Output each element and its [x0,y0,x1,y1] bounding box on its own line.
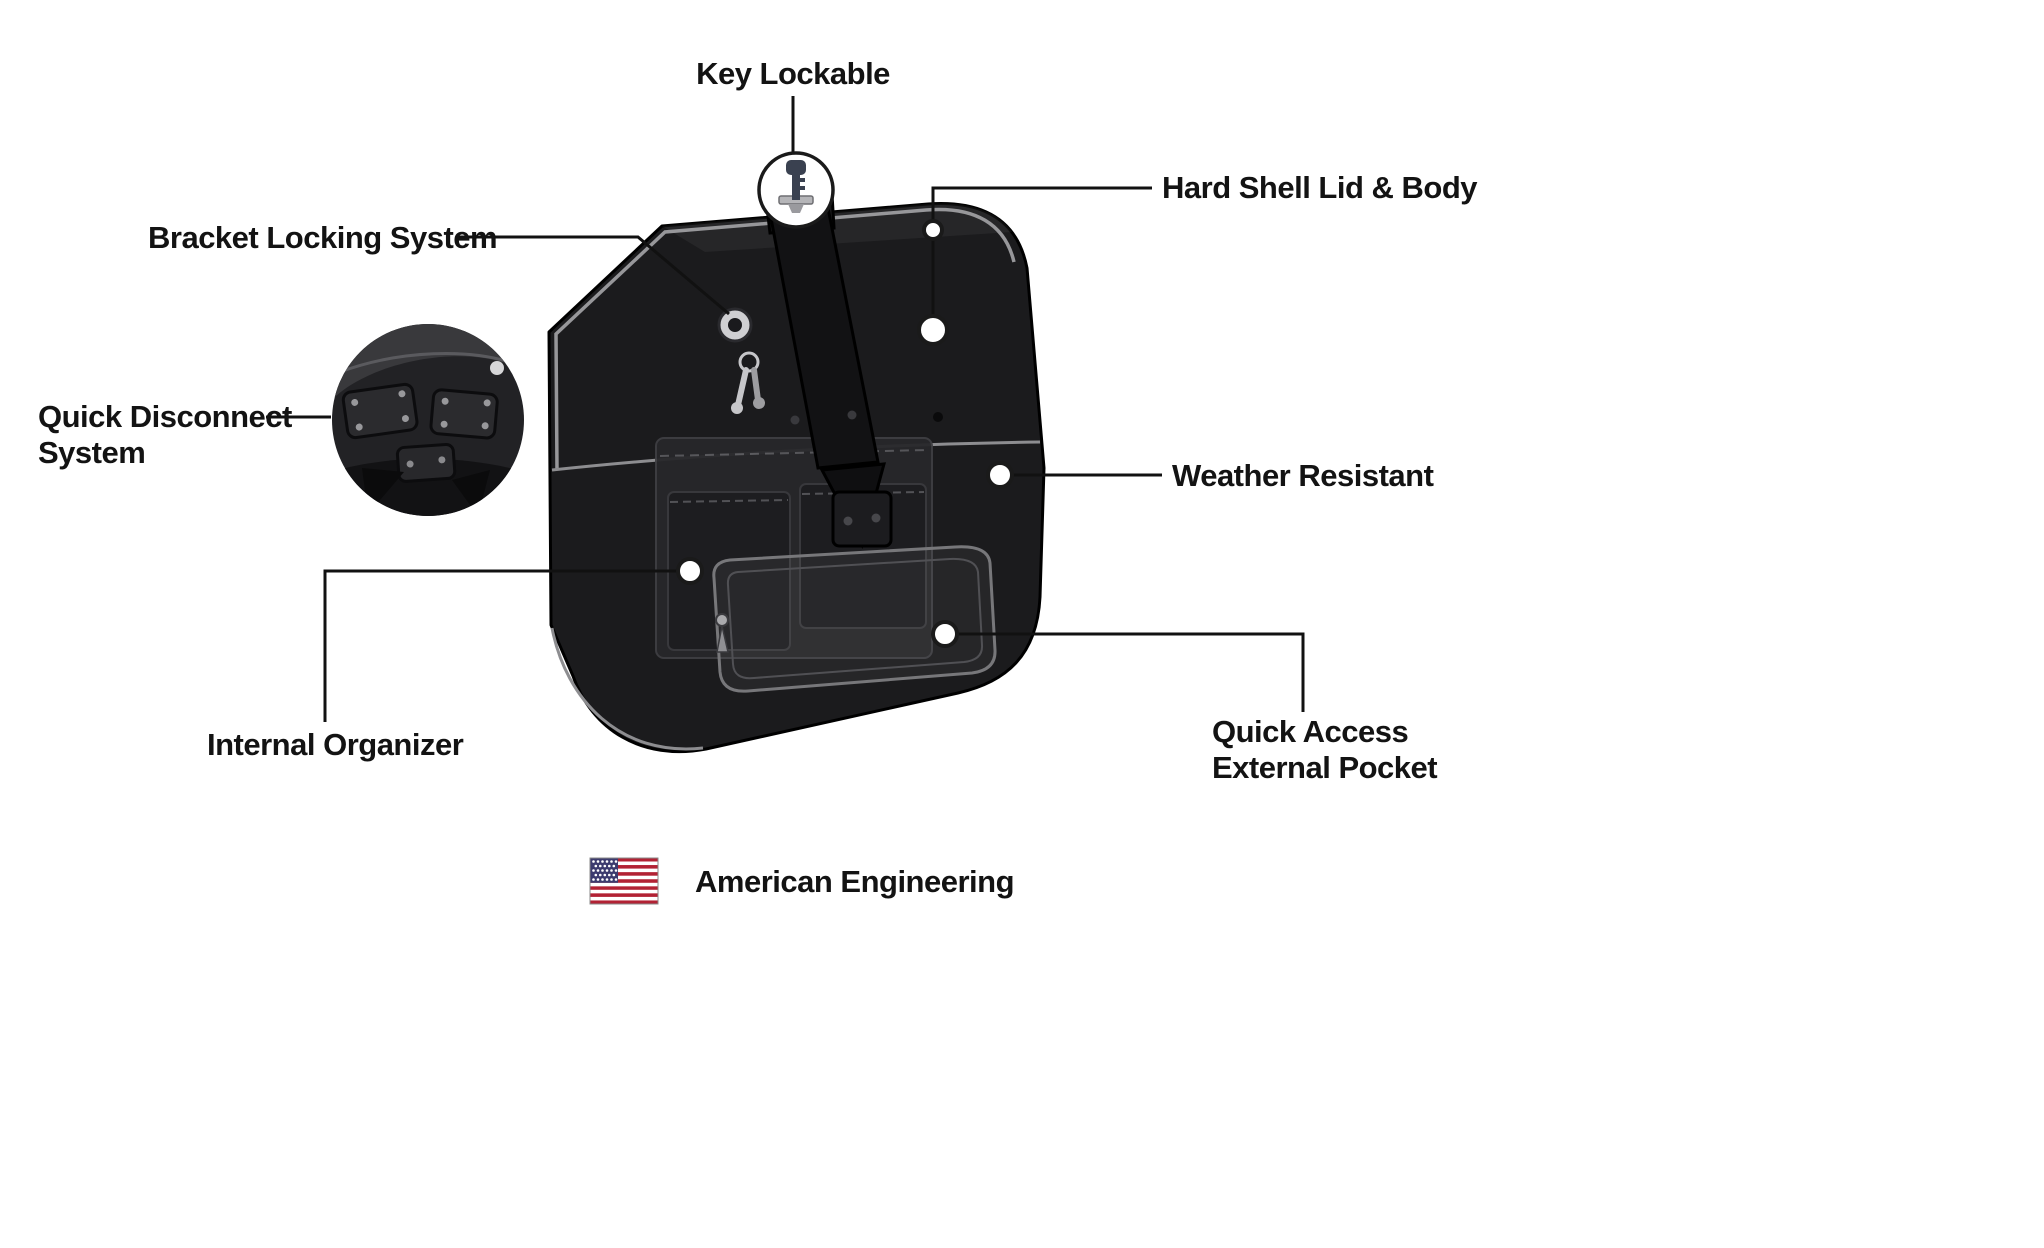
callout-label-weather-resistant: Weather Resistant [1172,458,1434,493]
marker-quick-access [931,620,959,648]
marker-weather-resistant [986,461,1014,489]
quick-disconnect-inset [332,324,524,516]
lock-keyhole-illustration [717,307,765,414]
marker-hard-shell-body [917,314,949,346]
callout-lines [266,96,1305,722]
key-badge [757,151,835,229]
callout-line-quick-access [958,632,1305,712]
callout-markers [676,219,1014,648]
marker-hard-shell-lid [922,219,944,241]
callout-label-hard-shell-lid-body: Hard Shell Lid & Body [1162,170,1478,205]
callout-line-bracket-locking [458,235,730,316]
internal-organizer-illustration [655,437,933,659]
callout-label-bracket-locking-system: Bracket Locking System [148,220,498,255]
us-flag-icon [589,857,659,905]
bag-top-sheen [662,203,1012,252]
callout-line-hard-shell [931,186,1152,316]
key-icon [778,160,814,213]
bag-lid-edge-highlight [554,207,1016,471]
bag-vent-dot [933,412,943,422]
footer-american-engineering: American Engineering [695,864,1015,899]
marker-internal-organizer [676,557,704,585]
external-pocket-illustration [712,545,997,693]
saddlebag-illustration [547,192,1046,754]
callout-label-key-lockable: Key Lockable [696,56,890,91]
bag-bottom-edge-highlight [550,627,704,751]
callout-line-internal-organizer [323,569,677,722]
callout-label-internal-organizer: Internal Organizer [207,727,464,762]
zipper-pull-icon [715,613,729,653]
callout-label-quick-access-external-pocket: Quick Access External Pocket [1212,714,1438,785]
callout-label-quick-disconnect-system: Quick Disconnect System [38,399,292,470]
